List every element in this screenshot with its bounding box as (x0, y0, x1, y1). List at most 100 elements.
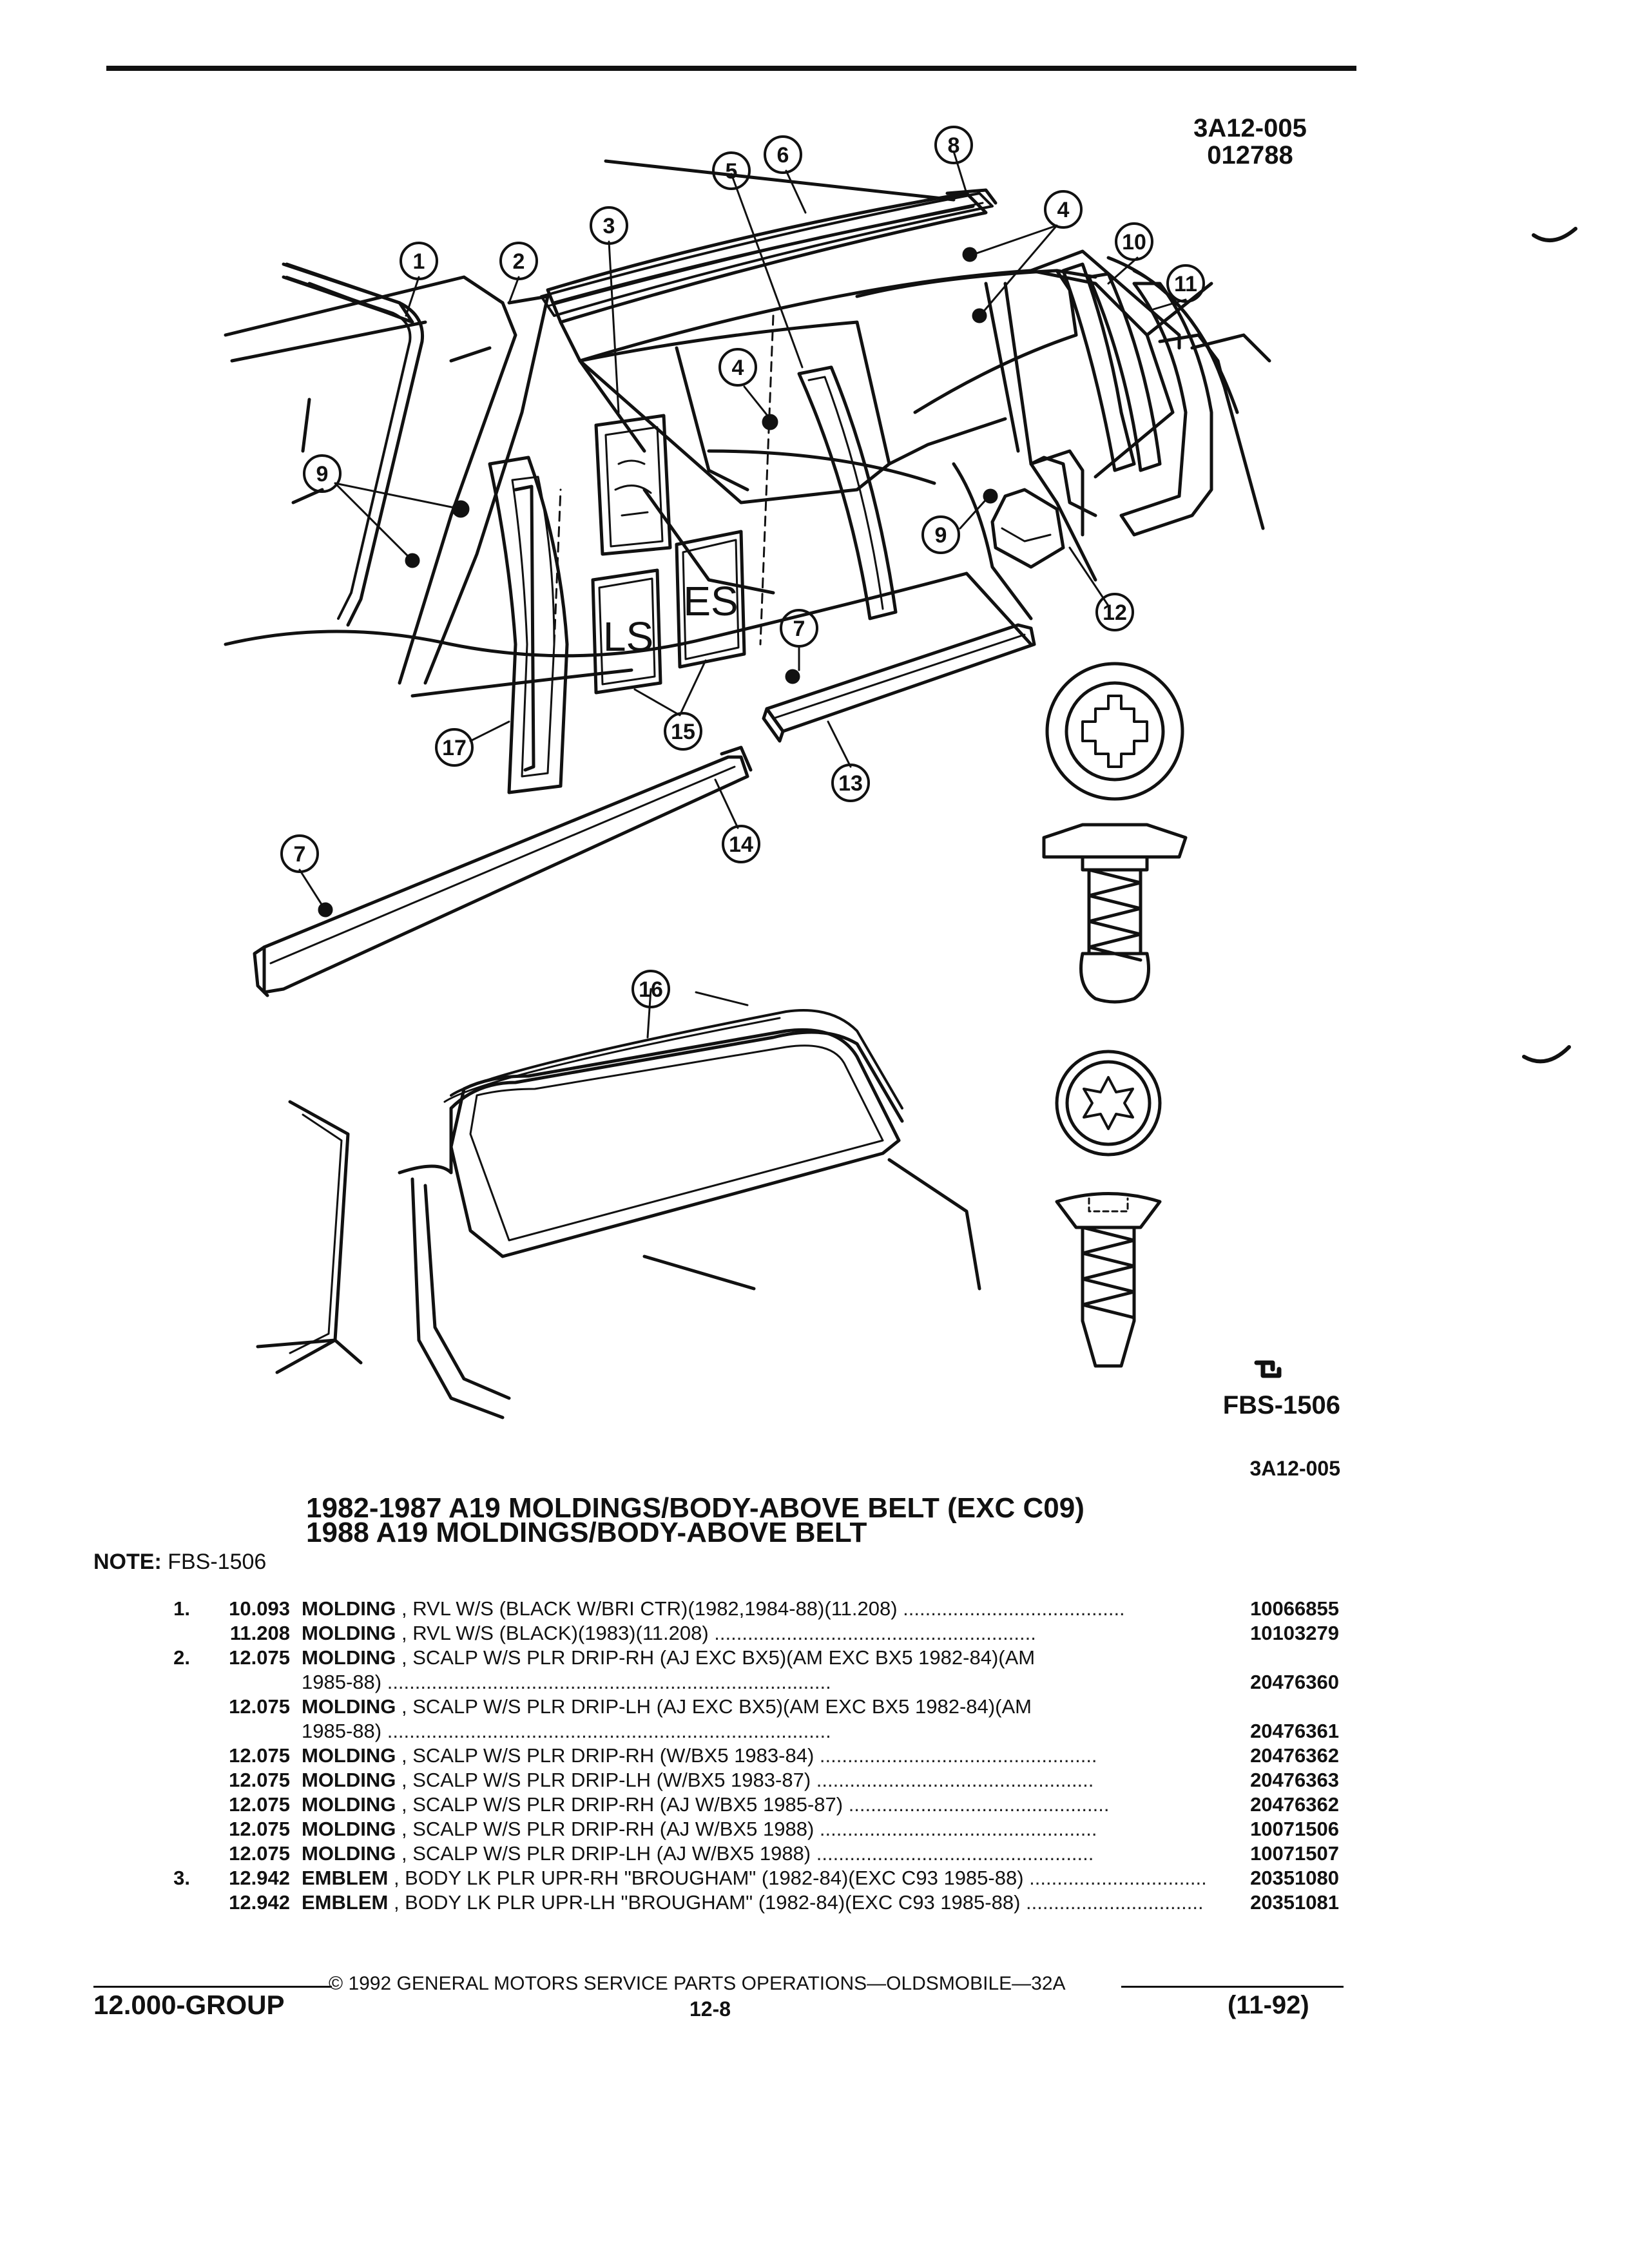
brougham-emblem (594, 414, 672, 556)
part-name: MOLDING (302, 1842, 396, 1865)
item-number (129, 1744, 203, 1768)
dot-leader: ........................................… (381, 1671, 831, 1693)
callout-5: 5 (726, 159, 738, 184)
dot-leader: ........................................… (381, 1720, 831, 1742)
group-number: 12.942 (229, 1867, 290, 1889)
callout-16: 16 (639, 977, 663, 1002)
group-number: 12.075 (229, 1842, 290, 1865)
part-name: MOLDING (302, 1744, 396, 1767)
group-number: 12.075 (229, 1818, 290, 1840)
part-name: EMBLEM (302, 1891, 389, 1914)
quarter-bracket-molding (990, 449, 1097, 569)
item-number (129, 1817, 203, 1841)
part-description: MOLDING , SCALP W/S PLR DRIP-LH (W/BX5 1… (302, 1768, 1217, 1792)
ls-es-emblems (591, 530, 746, 695)
callout-13: 13 (838, 771, 863, 796)
group-number: 11.208 (229, 1622, 290, 1644)
part-detail: , SCALP W/S PLR DRIP-LH (AJ EXC BX5)(AM … (401, 1695, 1032, 1718)
part-detail: , BODY LK PLR UPR-RH "BROUGHAM" (1982-84… (393, 1867, 1024, 1889)
window-scalp-molding (797, 365, 898, 620)
section-note: NOTE: FBS-1506 (93, 1550, 266, 1575)
part-description: MOLDING , SCALP W/S PLR DRIP-RH (AJ W/BX… (302, 1792, 1217, 1817)
dot-leader: ........................................… (811, 1842, 1094, 1865)
dot-leader: ........................................… (811, 1769, 1094, 1791)
callout-numbers: 1 2 3 4 4 5 6 7 7 8 9 9 10 11 12 13 14 1… (294, 133, 1197, 1002)
part-number: 20476362 (1250, 1744, 1339, 1767)
callout-14: 14 (729, 832, 753, 857)
dot-leader: ................................ (1023, 1867, 1207, 1889)
part-description: MOLDING , SCALP W/S PLR DRIP-LH (AJ EXC … (302, 1695, 1217, 1744)
part-name: MOLDING (302, 1597, 396, 1620)
item-number (129, 1792, 203, 1817)
table-row: 12.075 MOLDING , SCALP W/S PLR DRIP-RH (A… (129, 1792, 1339, 1817)
callout-17: 17 (442, 736, 467, 760)
callout-circles (280, 126, 1205, 1008)
car-upper-body (224, 159, 1271, 698)
es-emblem-text: ES (683, 578, 738, 624)
callout-4: 4 (1057, 198, 1070, 222)
dot-leader: ........................................… (814, 1818, 1097, 1840)
part-name: MOLDING (302, 1646, 396, 1669)
part-detail: , RVL W/S (BLACK)(1983)(11.208) (401, 1622, 709, 1644)
clip-top-view (1045, 662, 1184, 801)
dot-leader: ........................................… (814, 1744, 1097, 1767)
callout-12: 12 (1103, 601, 1127, 625)
section-title-1: 1982-1987 A19 MOLDINGS/BODY-ABOVE BELT (… (306, 1492, 1084, 1524)
part-description: MOLDING , RVL W/S (BLACK)(1983)(11.208) … (302, 1621, 1217, 1646)
group-number: 12.075 (229, 1793, 290, 1816)
rear-pillar-strips (1061, 262, 1213, 537)
part-detail-cont: 1985-88) (302, 1720, 382, 1742)
top-rule (106, 66, 1356, 71)
item-number: 1. (173, 1597, 190, 1620)
callout-7: 7 (793, 617, 805, 641)
dot-leader: ........................................… (843, 1793, 1110, 1816)
callout-1: 1 (413, 249, 425, 274)
table-row: 12.075 MOLDING , SCALP W/S PLR DRIP-LH (A… (129, 1841, 1339, 1866)
part-detail: , RVL W/S (BLACK W/BRI CTR)(1982,1984-88… (401, 1597, 898, 1620)
group-number: 10.093 (229, 1597, 290, 1620)
part-number: 10066855 (1250, 1597, 1339, 1620)
callout-8: 8 (948, 133, 960, 158)
item-number (129, 1841, 203, 1866)
part-name: EMBLEM (302, 1867, 389, 1889)
body-moldings-diagram: LS ES (224, 126, 1577, 1419)
dot-leader: ................................ (1020, 1891, 1204, 1914)
ls-emblem-text: LS (603, 613, 653, 660)
part-detail: , SCALP W/S PLR DRIP-LH (AJ W/BX5 1988) (401, 1842, 811, 1865)
footer-rule-left (93, 1986, 332, 1988)
callout-7b: 7 (294, 842, 306, 867)
part-description: EMBLEM , BODY LK PLR UPR-RH "BROUGHAM" (… (302, 1866, 1217, 1890)
part-description: MOLDING , SCALP W/S PLR DRIP-RH (AJ W/BX… (302, 1817, 1217, 1841)
part-detail: , BODY LK PLR UPR-LH "BROUGHAM" (1982-84… (393, 1891, 1021, 1914)
part-name: MOLDING (302, 1793, 396, 1816)
table-row: 1. 10.093 MOLDING , RVL W/S (BLACK W/BRI C… (129, 1597, 1339, 1621)
part-number: 20476363 (1250, 1769, 1339, 1791)
footer-rule-right (1121, 1986, 1344, 1988)
part-name: MOLDING (302, 1769, 396, 1791)
item-number (129, 1621, 203, 1646)
section-title-2: 1988 A19 MOLDINGS/BODY-ABOVE BELT (306, 1517, 867, 1548)
part-detail: , SCALP W/S PLR DRIP-RH (AJ W/BX5 1988) (401, 1818, 815, 1840)
callout-leaders (298, 150, 1187, 1039)
copyright: © 1992 GENERAL MOTORS SERVICE PARTS OPER… (329, 1973, 1066, 1994)
part-number: 20351081 (1250, 1891, 1339, 1914)
part-detail: , SCALP W/S PLR DRIP-RH (W/BX5 1983-84) (401, 1744, 815, 1767)
part-number: 10071507 (1250, 1842, 1339, 1865)
part-description: EMBLEM , BODY LK PLR UPR-LH "BROUGHAM" (… (302, 1890, 1217, 1915)
callout-15: 15 (671, 720, 695, 744)
part-description: MOLDING , SCALP W/S PLR DRIP-RH (AJ EXC … (302, 1646, 1217, 1695)
group-number: 12.075 (229, 1646, 290, 1669)
note-label: NOTE: (93, 1550, 162, 1574)
part-description: MOLDING , SCALP W/S PLR DRIP-RH (W/BX5 1… (302, 1744, 1217, 1768)
part-name: MOLDING (302, 1818, 396, 1840)
screw-side-view (1055, 1192, 1162, 1368)
part-description: MOLDING , RVL W/S (BLACK W/BRI CTR)(1982… (302, 1597, 1217, 1621)
part-detail: , SCALP W/S PLR DRIP-RH (AJ EXC BX5)(AM … (401, 1646, 1036, 1669)
